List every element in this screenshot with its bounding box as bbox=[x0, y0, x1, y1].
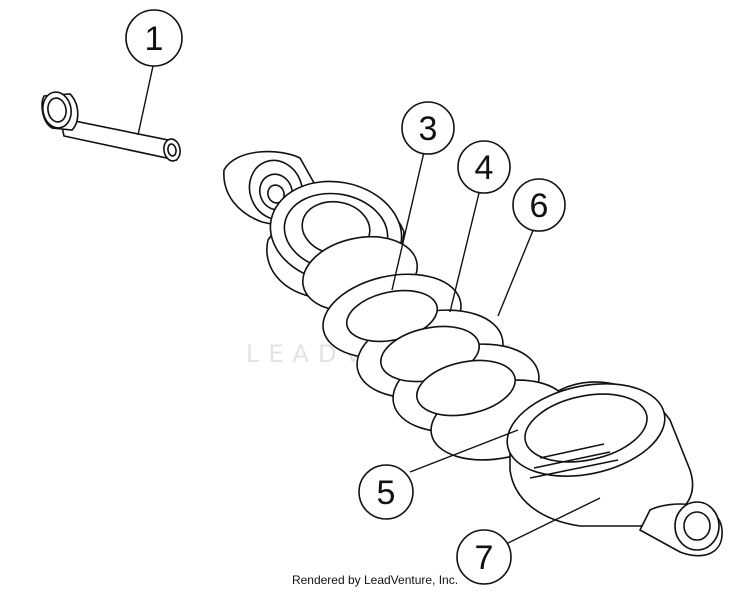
leader-line-7 bbox=[505, 497, 601, 545]
callout-4-label: 4 bbox=[475, 149, 494, 187]
callout-6-label: 6 bbox=[530, 187, 549, 225]
shock-body bbox=[224, 152, 722, 556]
footer-credit: Rendered by LeadVenture, Inc. bbox=[291, 573, 459, 587]
leader-line-4 bbox=[449, 188, 481, 313]
callout-5-label: 5 bbox=[377, 474, 396, 512]
callouts: 1 3 4 6 5 7 bbox=[125, 9, 566, 585]
leader-lines bbox=[137, 65, 601, 545]
callout-7-label: 7 bbox=[475, 539, 494, 577]
callout-1: 1 bbox=[125, 9, 183, 67]
bolt-part bbox=[40, 90, 182, 162]
callout-4: 4 bbox=[457, 140, 511, 194]
callout-1-label: 1 bbox=[145, 20, 164, 58]
leader-line-3 bbox=[391, 151, 425, 291]
callout-7: 7 bbox=[456, 529, 512, 585]
leader-line-1 bbox=[137, 65, 154, 136]
callout-5: 5 bbox=[358, 464, 414, 520]
callout-3-label: 3 bbox=[419, 110, 438, 148]
leader-line-6 bbox=[497, 227, 535, 317]
callout-6: 6 bbox=[512, 178, 566, 232]
callout-3: 3 bbox=[401, 101, 455, 155]
leader-line-5 bbox=[409, 429, 519, 473]
